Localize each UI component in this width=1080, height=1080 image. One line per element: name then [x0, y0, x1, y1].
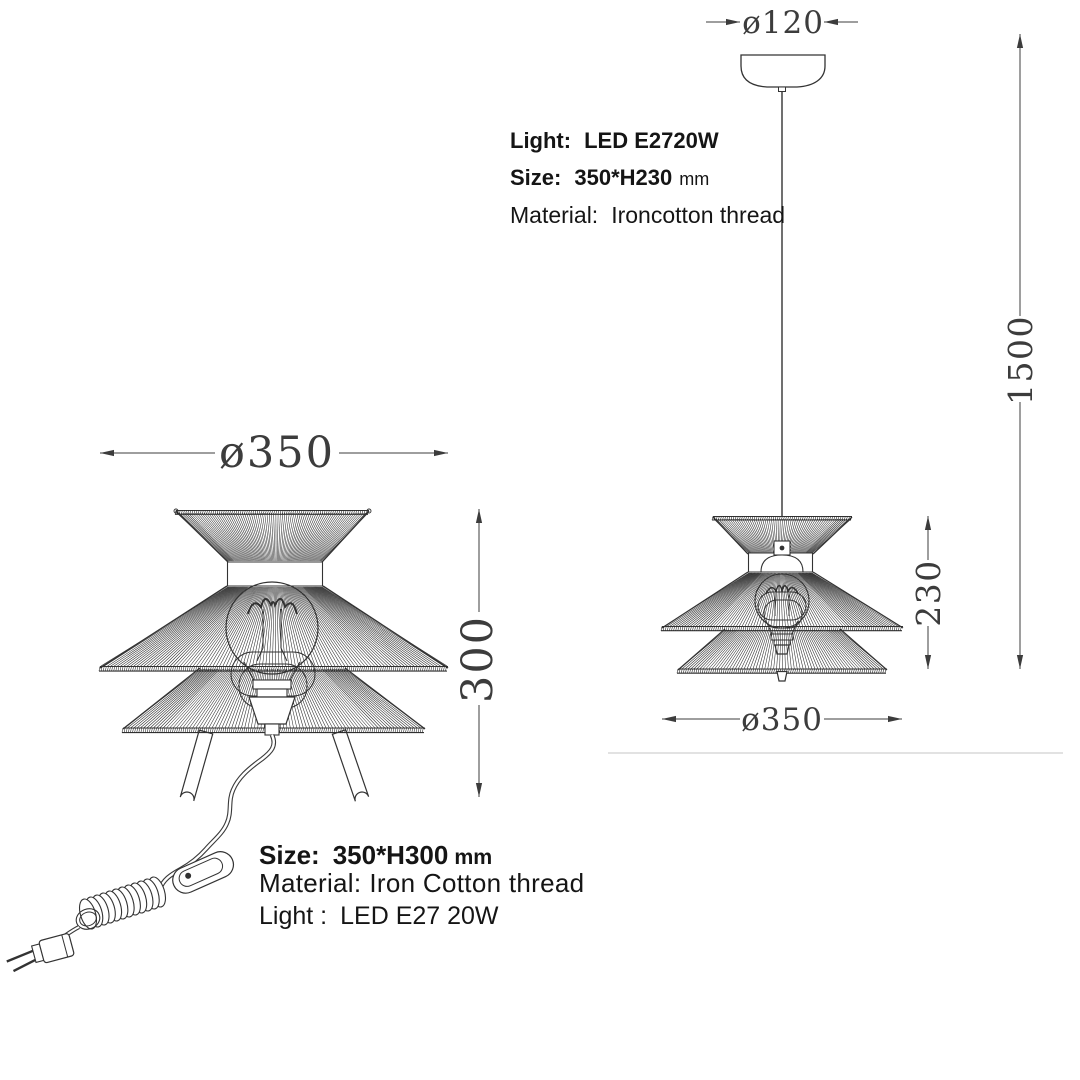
pendant-diameter-label: ø350	[741, 702, 823, 738]
power-plug	[6, 925, 80, 973]
pendant-bulb-and-socket	[754, 540, 810, 682]
light-value: LED E27 20W	[340, 902, 499, 931]
material-value: Ironcotton thread	[611, 202, 786, 228]
material-label: Material:	[510, 202, 599, 228]
dim-table-height	[475, 509, 483, 797]
material-label: Material:	[259, 868, 362, 899]
pendant-lamp-drawing	[660, 54, 904, 682]
size-value: 350*H300	[332, 840, 449, 870]
inline-switch	[172, 851, 235, 894]
size-unit: mm	[454, 845, 493, 869]
dimension-annotations: ø350 300 ø120 1500 230 ø350	[100, 5, 1040, 797]
pendant-shade-rims	[660, 515, 903, 674]
dim-pendant-drop	[1016, 34, 1024, 669]
pendant-material-spec-row: Material: Ironcotton thread	[510, 204, 785, 227]
pendant-thread-shades	[661, 516, 904, 671]
pendant-spec-text-block: Light: LED E2720W Size: 350*H230 mm Materia…	[510, 130, 785, 242]
table-lamp-tripod-legs	[179, 728, 370, 802]
size-value: 350*H230	[574, 165, 673, 190]
light-label: Light:	[510, 128, 572, 153]
dim-table-diameter	[100, 449, 448, 457]
table-lamp-thread-shades	[99, 508, 449, 730]
light-label: Light :	[259, 902, 328, 931]
pendant-light-spec-row: Light: LED E2720W	[510, 130, 785, 152]
table-lamp-bulb-and-socket	[225, 581, 319, 736]
size-label: Size:	[510, 165, 562, 190]
pendant-drop-label: 1500	[1001, 315, 1040, 405]
size-label: Size:	[259, 840, 320, 870]
cord-coil	[75, 876, 167, 930]
ceiling-canopy	[740, 54, 826, 92]
table-light-spec-row: Light : LED E27 20W	[259, 904, 584, 929]
table-diameter-label: ø350	[219, 428, 335, 478]
table-height-label: 300	[453, 615, 503, 703]
size-unit: mm	[679, 169, 710, 189]
table-lamp-drawing	[6, 508, 449, 973]
light-value: LED E2720W	[584, 128, 719, 153]
table-material-spec-row: Material:Iron Cotton thread	[259, 870, 584, 896]
canopy-diameter-label: ø120	[742, 5, 824, 41]
pendant-shade-height-label-group: 230	[909, 559, 948, 627]
table-height-label-group: 300	[453, 615, 503, 703]
pendant-shade-height-label: 230	[909, 559, 948, 627]
material-value: Iron Cotton thread	[369, 868, 585, 899]
dim-pendant-diameter	[662, 715, 902, 723]
pendant-drop-label-group: 1500	[1001, 315, 1040, 405]
pendant-size-spec-row: Size: 350*H230 mm	[510, 167, 785, 189]
dim-pendant-shade-height	[924, 516, 932, 669]
dim-canopy-diameter	[706, 18, 858, 26]
